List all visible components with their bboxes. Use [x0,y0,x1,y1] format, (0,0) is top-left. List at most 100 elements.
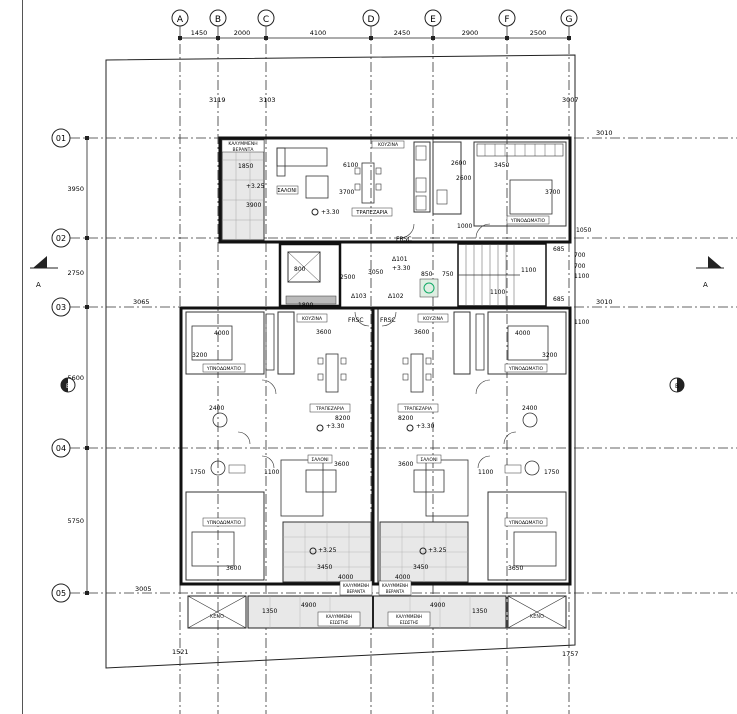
grid-row-label: 04 [56,444,66,453]
dim-label: 1100 [478,469,493,476]
dim-label: 3650 [508,565,523,572]
dim-label: 3200 [542,352,557,359]
dim-label: 3900 [246,202,261,209]
grid-row-01: 01 [51,128,71,148]
dim-2000: 2000 [234,29,251,37]
dim-label: 2400 [209,405,224,412]
dim-label: 1350 [262,608,277,615]
grid-row-04: 04 [51,438,71,458]
section-label: A [703,281,708,289]
grid-col-label: D [368,15,375,25]
dim-label: 8200 [398,415,413,422]
grid-col-label: F [504,15,509,25]
dim-label: 1800 [298,302,313,309]
grid-col-f: F [498,9,516,27]
room-label-veranda: ΒΕΡΑΝΤΑ [386,589,405,594]
grid-row-label: 02 [56,234,66,243]
section-marker-left: A [30,256,58,289]
door-swings [237,311,517,469]
room-label-veranda: ΚΑΛΥΜΜΕΝΗ [343,583,369,588]
dim-label: 6100 [343,162,358,169]
grid-col-label: B [215,15,221,25]
grid-row-03: 03 [51,297,71,317]
grid-col-c: C [257,9,275,27]
dim-label: 2600 [456,175,471,182]
dim-label: 1350 [472,608,487,615]
room-label-veranda: ΚΑΛΥΜΜΕΝΗ [228,141,257,147]
dim-label: 3103 [259,96,276,104]
dim-label: 4000 [338,574,353,581]
dim-label: 1100 [264,469,279,476]
level-mark: +3.30 [392,265,411,272]
dim-label: 1757 [562,650,579,658]
dim-2750: 2750 [67,269,84,277]
section-label: A [36,281,41,289]
dim-label: 3700 [545,189,560,196]
room-label-void: ΚΕΝΟ [210,614,224,620]
room-label-dining: ΤΡΑΠΕΖΑΡΙΑ [403,406,433,412]
room-label-indoor: ΕΣΩΣΤΗΣ [330,620,349,625]
frsc-label: FRSC [396,236,412,243]
dim-5600: 5600 [67,374,84,382]
room-label-living: ΣΑΛΟΝΙ [311,457,328,463]
section-marker-right: A [696,256,724,289]
level-mark: +3.25 [318,547,337,554]
dim-label: 3010 [596,298,613,306]
dim-2450: 2450 [394,29,411,37]
grid-col-label: C [263,15,269,25]
dim-label: 3200 [192,352,207,359]
door-tag: Δ103 [351,293,367,300]
level-mark: +3.25 [246,183,265,190]
room-label-indoor: ΚΑΛΥΜΜΕΝΗ [396,614,422,619]
room-label-living: ΣΑΛΟΝΙ [277,188,296,194]
level-mark: +3.30 [326,423,345,430]
level-mark: +3.30 [321,209,340,216]
dim-label: 3600 [316,329,331,336]
dim-3950: 3950 [67,185,84,193]
dim-label: 1100 [521,267,536,274]
dim-label: 685 [553,246,565,253]
grid-col-g: G [560,9,578,27]
room-label-bedroom: ΥΠΝΟΔΩΜΑΤΙΟ [510,218,546,224]
door-tag: Δ101 [392,256,408,263]
section-label: B [66,383,70,390]
dim-label: 800 [294,266,306,273]
grid-row-02: 02 [51,228,71,248]
section-marker-side-right: B [669,377,685,393]
dim-label: 4000 [395,574,410,581]
level-mark: +3.25 [428,547,447,554]
door-tag: Δ102 [388,293,404,300]
room-label-kitchen: ΚΟΥΖΙΝΑ [423,316,444,322]
dim-label: 1750 [544,469,559,476]
dim-label: 3450 [413,564,428,571]
core-stairs-lift: 800 1800 2500 3050 Δ101 +3.30 Δ103 Δ102 … [278,242,613,326]
dim-label: 8200 [335,415,350,422]
room-label-dining: ΤΡΑΠΕΖΑΡΙΑ [315,406,345,412]
section-label: B [675,383,679,390]
grid-col-d: D [362,9,380,27]
dim-label: 1100 [490,289,505,296]
dim-label: 3007 [562,96,579,104]
dim-label: 3700 [339,189,354,196]
grid-col-label: E [430,15,436,25]
dim-label: 2400 [522,405,537,412]
dim-label: 1000 [457,223,472,230]
dim-label: 4000 [214,330,229,337]
room-label-indoor: ΕΣΩΣΤΗΣ [400,620,419,625]
room-label-veranda: ΒΕΡΑΝΤΑ [347,589,366,594]
dim-label: 1750 [190,469,205,476]
dim-5750: 5750 [67,517,84,525]
grid-row-05: 05 [51,583,71,603]
dim-label: 3065 [133,298,150,306]
grid-col-b: B [209,9,227,27]
dim-4100: 4100 [310,29,327,37]
site-boundary [105,54,576,669]
dim-label: 3005 [135,585,152,593]
grid-columns: A B C D E F G [171,9,578,27]
section-marker-side-left: B [60,377,76,393]
dim-label: 3119 [209,96,226,104]
room-label-indoor: ΚΑΛΥΜΜΕΝΗ [326,614,352,619]
grid-col-label: A [177,15,184,25]
